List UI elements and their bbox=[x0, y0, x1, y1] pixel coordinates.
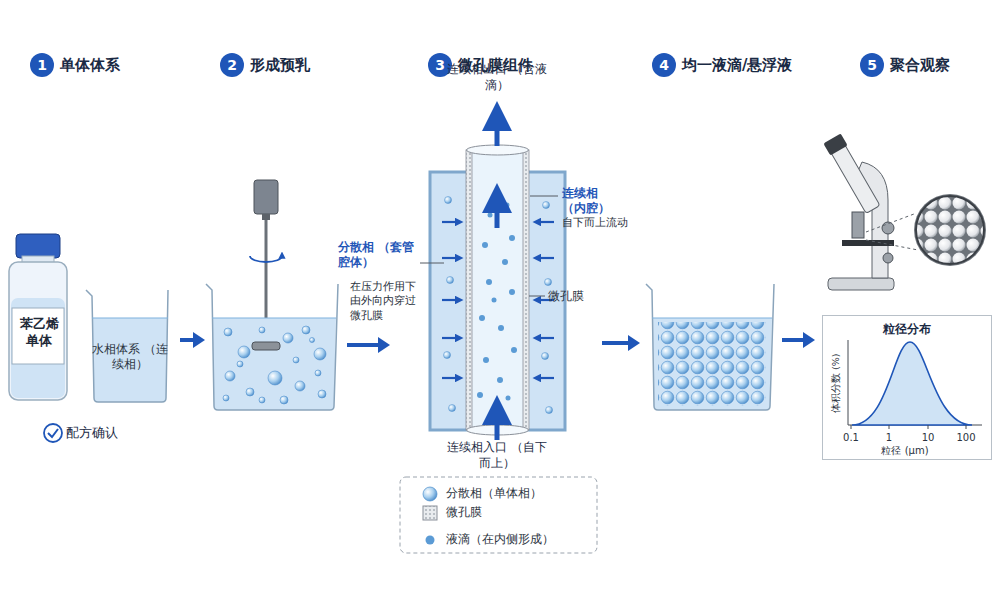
bottle bbox=[9, 234, 67, 400]
outlet-label: 连续相出口 （含液滴） bbox=[447, 62, 547, 93]
axis-title: 粒径 (μm) bbox=[865, 444, 945, 457]
bottle-label: 苯乙烯 单体 bbox=[10, 262, 68, 400]
stage-column: 4均一液滴/悬浮液 bbox=[640, 40, 780, 460]
legend-text: 微孔膜 bbox=[446, 505, 591, 521]
step-heading: 均一液滴/悬浮液 bbox=[682, 53, 812, 77]
chart-title: 粒径分布 bbox=[823, 322, 991, 338]
flow-arrow bbox=[782, 338, 807, 342]
flow-arrow bbox=[180, 338, 197, 342]
stage-column: 2形成预乳 bbox=[205, 40, 345, 460]
flow-arrow bbox=[602, 341, 632, 345]
microscope bbox=[823, 133, 986, 290]
distribution-chart bbox=[848, 340, 982, 429]
step-number: 1 bbox=[30, 53, 54, 77]
legend-box bbox=[400, 477, 597, 553]
step-heading: 形成预乳 bbox=[250, 53, 350, 77]
stage-column: 3微孔膜组件 bbox=[390, 40, 600, 460]
bottle-text: 苯乙烯 单体 bbox=[12, 316, 66, 350]
tick-label: 10 bbox=[913, 431, 943, 444]
beaker-label: 水相体系 （连续相） bbox=[88, 290, 172, 402]
beaker-text: 水相体系 （连续相） bbox=[90, 342, 170, 372]
legend-text: 分散相（单体相） bbox=[446, 486, 591, 502]
membrane-label: 微孔膜 bbox=[548, 289, 598, 305]
legend-text: 液滴（在内侧形成） bbox=[446, 532, 591, 548]
tick-label: 0.1 bbox=[836, 431, 866, 444]
leader-lines bbox=[420, 196, 558, 296]
stage-column: 5聚合观察粒径分布 bbox=[815, 40, 995, 460]
inlet-label: 连续相入口 （自下而上） bbox=[447, 440, 547, 471]
step-number: 5 bbox=[860, 53, 884, 77]
step-heading: 聚合观察 bbox=[890, 53, 990, 77]
shell-label: 分散相 （套管腔体） bbox=[338, 240, 418, 270]
tick-label: 100 bbox=[951, 431, 981, 444]
step-number: 2 bbox=[220, 53, 244, 77]
check-icon bbox=[44, 424, 62, 442]
suspension-beaker bbox=[646, 284, 774, 410]
flow-note: 自下而上流动 bbox=[562, 216, 652, 230]
pressure-note: 在压力作用下 由外向内穿过 微孔膜 bbox=[350, 280, 428, 323]
flow-arrow bbox=[347, 343, 382, 347]
note-text: 配方确认 bbox=[66, 425, 146, 442]
step-heading: 单体体系 bbox=[60, 53, 180, 77]
stage-column: 1单体体系苯乙烯 单体水相体系 （连续相） bbox=[12, 40, 178, 460]
lumen-label: 连续相 （内腔） bbox=[562, 186, 617, 216]
step-number: 4 bbox=[652, 53, 676, 77]
axis-title: 体积分数 (%) bbox=[830, 343, 842, 423]
premix-beaker bbox=[206, 284, 338, 410]
tick-label: 1 bbox=[874, 431, 904, 444]
membrane-module bbox=[430, 116, 565, 440]
